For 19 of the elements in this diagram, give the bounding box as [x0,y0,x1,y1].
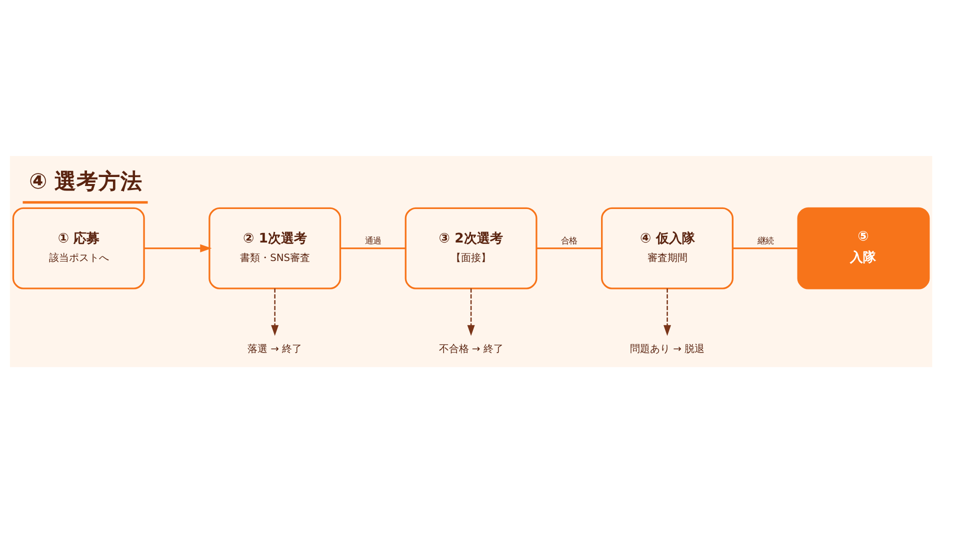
edge-label: 継続 [757,234,774,245]
arrow [467,288,475,336]
arrow [664,288,672,336]
node-box: ② 1次選考 書類・SNS審査 [208,206,342,289]
node-text: 落選 → 終了 [248,343,302,354]
node-text: 不合格 → 終了 [438,343,504,354]
connector [536,246,602,249]
node-box: ⑤ 入隊 [797,206,930,289]
arrow [271,288,279,336]
node-box: ③ 2次選考 【面接】 [404,206,538,289]
connector [732,246,798,249]
diagram-title: ④ 選考方法 [28,169,143,194]
node-box: ④ 仮入隊 審査期間 [601,206,734,289]
edge-label: 合格 [561,234,578,245]
connector [340,246,406,249]
node-box: ① 応募 該当ポストへ [12,206,145,289]
edge-label: 通過 [364,234,381,245]
node-text: 問題あり → 脱退 [630,343,705,354]
arrow [144,244,212,252]
